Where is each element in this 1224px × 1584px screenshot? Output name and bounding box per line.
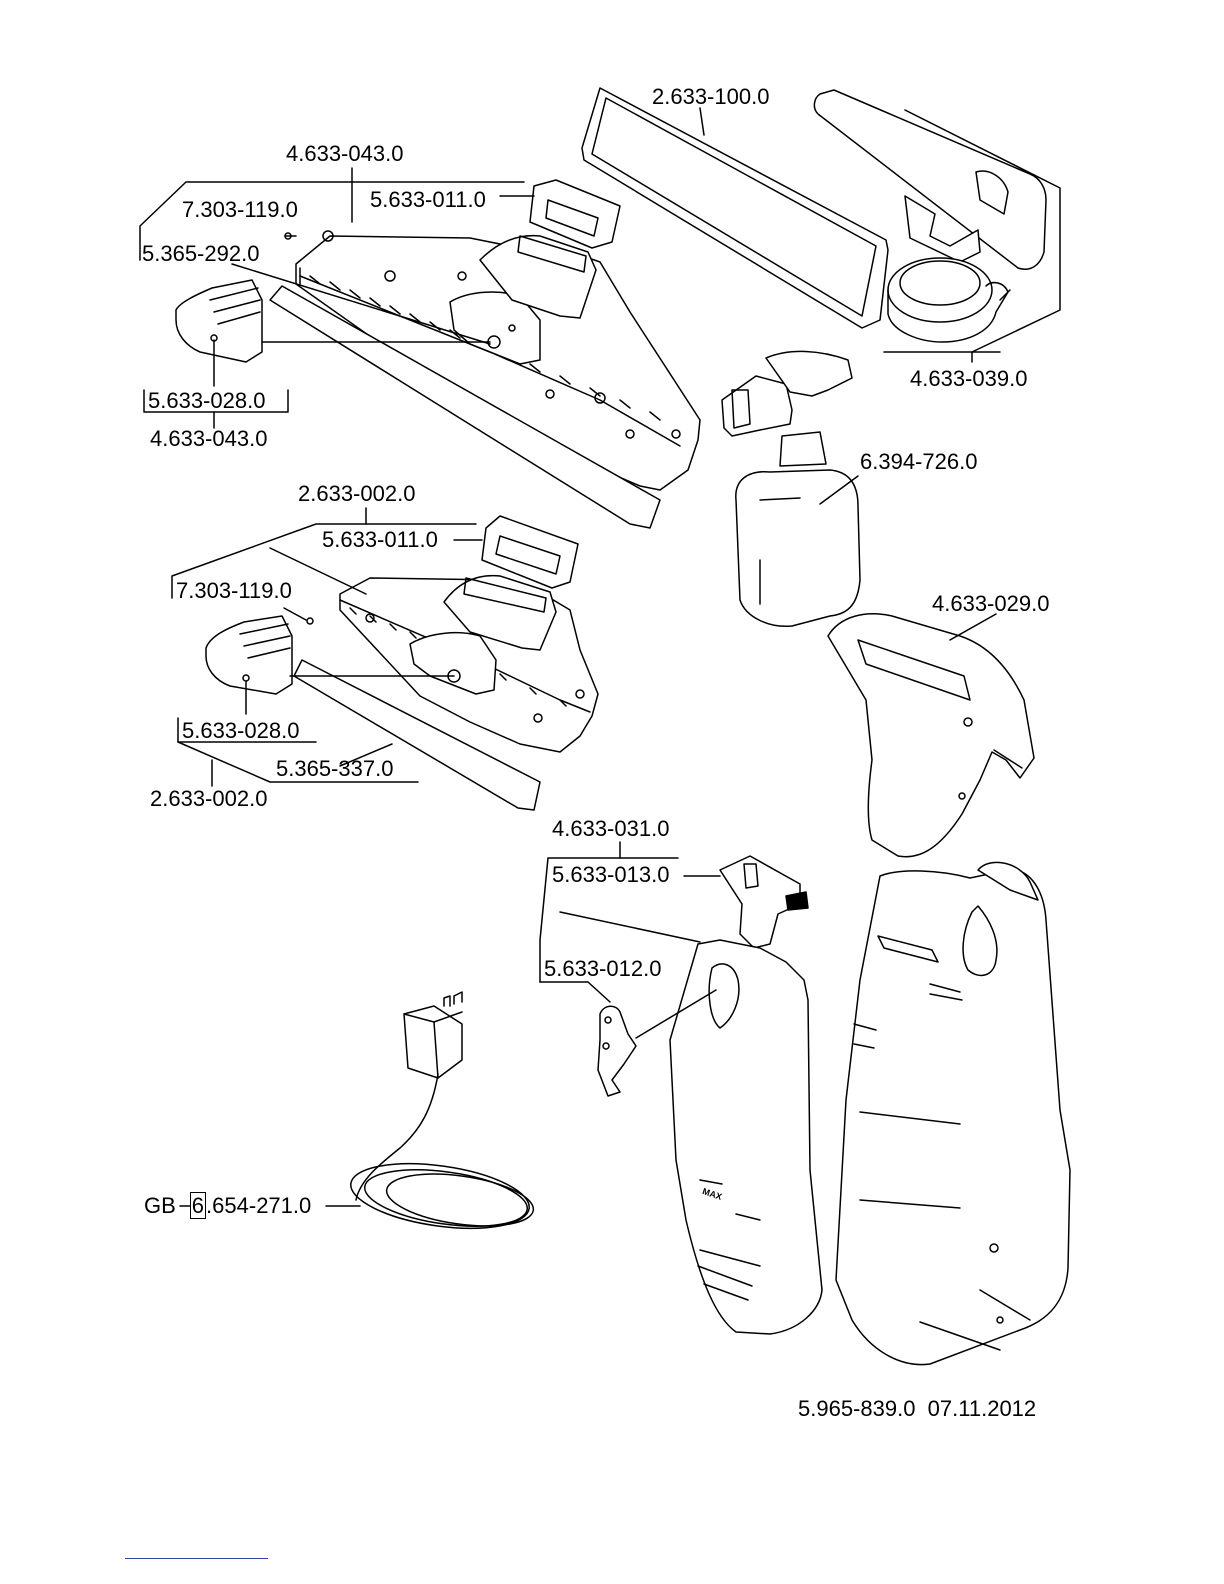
label-gb-box: 6	[190, 1192, 206, 1219]
label-2633-002-b: 2.633-002.0	[150, 788, 267, 810]
label-gb-prefix: GB	[144, 1193, 176, 1218]
label-gb-charger: GB 6.654-271.0	[144, 1195, 311, 1217]
label-4633-039: 4.633-039.0	[910, 368, 1027, 390]
label-5633-013: 5.633-013.0	[552, 864, 669, 886]
doc-number: 5.965-839.0	[798, 1396, 915, 1421]
label-5365-337: 5.365-337.0	[276, 758, 393, 780]
label-7303-119-b: 7.303-119.0	[176, 580, 292, 602]
label-4633-031: 4.633-031.0	[552, 818, 669, 840]
label-5365-292: 5.365-292.0	[142, 243, 259, 265]
doc-date: 07.11.2012	[928, 1396, 1036, 1421]
label-5633-012: 5.633-012.0	[544, 958, 661, 980]
charger	[347, 992, 537, 1238]
leader-4633-029	[950, 614, 996, 640]
label-6394-726: 6.394-726.0	[860, 451, 977, 473]
label-4633-043-top: 4.633-043.0	[286, 143, 403, 165]
hook-clip	[598, 1006, 636, 1096]
bottom-link-underline[interactable]	[125, 1558, 268, 1559]
label-5633-011-a: 5.633-011.0	[370, 189, 486, 211]
label-4633-043-b: 4.633-043.0	[150, 428, 267, 450]
water-tank	[670, 856, 822, 1334]
document-footer: 5.965-839.0 07.11.2012	[798, 1396, 1036, 1422]
spray-bottle	[722, 351, 860, 626]
label-gb-rest: .654-271.0	[206, 1193, 311, 1218]
label-4633-029: 4.633-029.0	[932, 593, 1049, 615]
side-cap-lower	[206, 616, 292, 694]
side-cap-upper	[176, 280, 262, 362]
label-7303-119-a: 7.303-119.0	[182, 199, 298, 221]
label-5633-011-b: 5.633-011.0	[322, 529, 438, 551]
label-2633-100: 2.633-100.0	[652, 86, 769, 108]
leader-2633-100	[700, 108, 704, 135]
handle-cover	[828, 614, 1034, 857]
label-2633-002-top: 2.633-002.0	[298, 483, 415, 505]
label-5633-028-b: 5.633-028.0	[182, 720, 299, 742]
main-housing	[836, 862, 1070, 1364]
label-5633-028-a: 5.633-028.0	[148, 390, 265, 412]
